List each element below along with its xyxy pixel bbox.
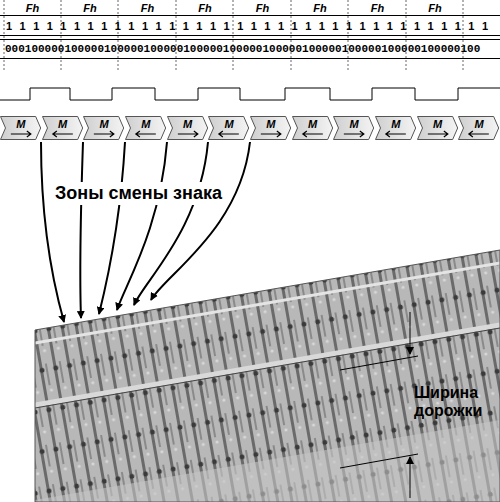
bit-one: 1 bbox=[169, 20, 175, 32]
domain-cell: M bbox=[0, 116, 42, 140]
domain-cell: M bbox=[42, 116, 84, 140]
magnet-letter: M bbox=[292, 119, 334, 130]
bit-one: 1 bbox=[468, 20, 474, 32]
bit-one: 1 bbox=[47, 20, 53, 32]
bit-one: 1 bbox=[332, 20, 338, 32]
bit-one: 1 bbox=[210, 20, 216, 32]
magnet-letter: M bbox=[458, 119, 500, 130]
domain-cell: M bbox=[83, 116, 125, 140]
bit-one: 1 bbox=[455, 20, 461, 32]
bit-one: 1 bbox=[101, 20, 107, 32]
bit-one: 1 bbox=[88, 20, 94, 32]
frequency-label: Fh bbox=[26, 2, 39, 14]
bit-one: 1 bbox=[346, 20, 352, 32]
bit-one: 1 bbox=[115, 20, 121, 32]
frequency-label: Fh bbox=[256, 2, 269, 14]
magnet-letter: M bbox=[42, 119, 84, 130]
bit-one: 1 bbox=[278, 20, 284, 32]
bit-one: 1 bbox=[237, 20, 243, 32]
magnet-letter: M bbox=[375, 119, 417, 130]
domain-cell: M bbox=[292, 116, 334, 140]
domain-cell: M bbox=[208, 116, 250, 140]
frequency-label: Fh bbox=[83, 2, 96, 14]
domain-cell: M bbox=[250, 116, 292, 140]
bit-one: 1 bbox=[482, 20, 488, 32]
domain-cell: M bbox=[167, 116, 209, 140]
bit-one: 1 bbox=[128, 20, 134, 32]
magnet-letter: M bbox=[83, 119, 125, 130]
frequency-label: Fh bbox=[371, 2, 384, 14]
bit-one: 1 bbox=[251, 20, 257, 32]
domain-cell: M bbox=[333, 116, 375, 140]
bit-one: 1 bbox=[414, 20, 420, 32]
bit-one: 1 bbox=[441, 20, 447, 32]
domain-cell: M bbox=[417, 116, 459, 140]
bit-one: 1 bbox=[360, 20, 366, 32]
domain-cell: M bbox=[375, 116, 417, 140]
domain-cell: M bbox=[458, 116, 500, 140]
magnet-letter: M bbox=[417, 119, 459, 130]
bit-one: 1 bbox=[292, 20, 298, 32]
bit-one: 1 bbox=[264, 20, 270, 32]
frequency-label: Fh bbox=[313, 2, 326, 14]
bit-one: 1 bbox=[373, 20, 379, 32]
bit-one: 1 bbox=[6, 20, 12, 32]
dimension-label: Ширина дорожки bbox=[414, 384, 496, 421]
bit-one: 1 bbox=[305, 20, 311, 32]
bit-one: 1 bbox=[156, 20, 162, 32]
bit-one: 1 bbox=[196, 20, 202, 32]
frequency-label: Fh bbox=[428, 2, 441, 14]
magnet-letter: M bbox=[167, 119, 209, 130]
bit-one: 1 bbox=[428, 20, 434, 32]
magnet-letter: M bbox=[125, 119, 167, 130]
bit-one: 1 bbox=[20, 20, 26, 32]
magnet-letter: M bbox=[208, 119, 250, 130]
frequency-label: Fh bbox=[198, 2, 211, 14]
bit-one: 1 bbox=[183, 20, 189, 32]
magnet-letter: M bbox=[250, 119, 292, 130]
callout-label: Зоны смены знака bbox=[52, 182, 225, 205]
magnet-letter: M bbox=[0, 119, 42, 130]
bit-one: 1 bbox=[400, 20, 406, 32]
frequency-label: Fh bbox=[141, 2, 154, 14]
bit-one: 1 bbox=[74, 20, 80, 32]
bit-one: 1 bbox=[319, 20, 325, 32]
magnet-letter: M bbox=[333, 119, 375, 130]
bit-one: 1 bbox=[60, 20, 66, 32]
bit-one: 1 bbox=[33, 20, 39, 32]
domain-cell: M bbox=[125, 116, 167, 140]
bit-one: 1 bbox=[387, 20, 393, 32]
bit-one: 1 bbox=[142, 20, 148, 32]
encoded-bits: 0001000001000001000001000001000001000001… bbox=[5, 43, 480, 55]
bit-one: 1 bbox=[224, 20, 230, 32]
